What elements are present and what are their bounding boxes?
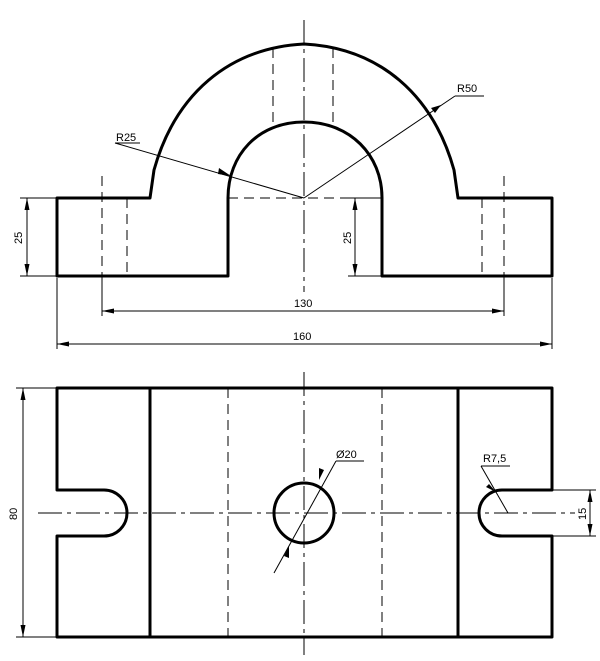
r7-5-label: R7,5	[483, 453, 506, 465]
r25-leader	[114, 142, 305, 199]
d25-left-arrow-top	[24, 198, 30, 210]
d160-arrow-left	[57, 341, 69, 347]
front-view: R25 R50 25 25 130 160	[13, 20, 554, 349]
d130-label: 130	[294, 298, 312, 310]
dia20-arrow-bottom	[284, 546, 289, 558]
d25-left-label: 25	[13, 232, 25, 244]
d15-arrow-top	[587, 490, 593, 502]
d160-arrow-right	[540, 341, 552, 347]
r50-leader	[303, 95, 456, 199]
d25-right-label: 25	[342, 232, 354, 244]
d25-left-arrow-bottom	[24, 264, 30, 276]
dia20-leader	[273, 460, 337, 574]
d80-label: 80	[8, 508, 20, 520]
r7-5-arrowhead	[486, 484, 496, 492]
d160-label: 160	[293, 331, 311, 343]
d130-arrow-left	[102, 308, 114, 314]
top-view: Ø20 R7,5 80 15	[8, 372, 596, 655]
d130-arrow-right	[492, 308, 504, 314]
dia20-arrow-top	[319, 468, 324, 480]
d25-right-arrow-top	[352, 198, 358, 210]
d25-right-arrow-bottom	[352, 264, 358, 276]
d80-arrow-top	[20, 388, 26, 400]
d15-label: 15	[577, 508, 589, 520]
front-view-outline	[55, 42, 554, 278]
r25-arrowhead	[218, 168, 231, 176]
d15-arrow-bottom	[587, 524, 593, 536]
center-hole	[272, 481, 336, 545]
r7-5-leader-diagonal	[480, 465, 509, 514]
top-view-outline	[55, 386, 554, 639]
r50-arrowhead	[431, 105, 441, 113]
r25-label: R25	[116, 132, 136, 144]
r50-label: R50	[457, 83, 477, 95]
dia20-label: Ø20	[336, 449, 357, 461]
d80-arrow-bottom	[20, 625, 26, 637]
